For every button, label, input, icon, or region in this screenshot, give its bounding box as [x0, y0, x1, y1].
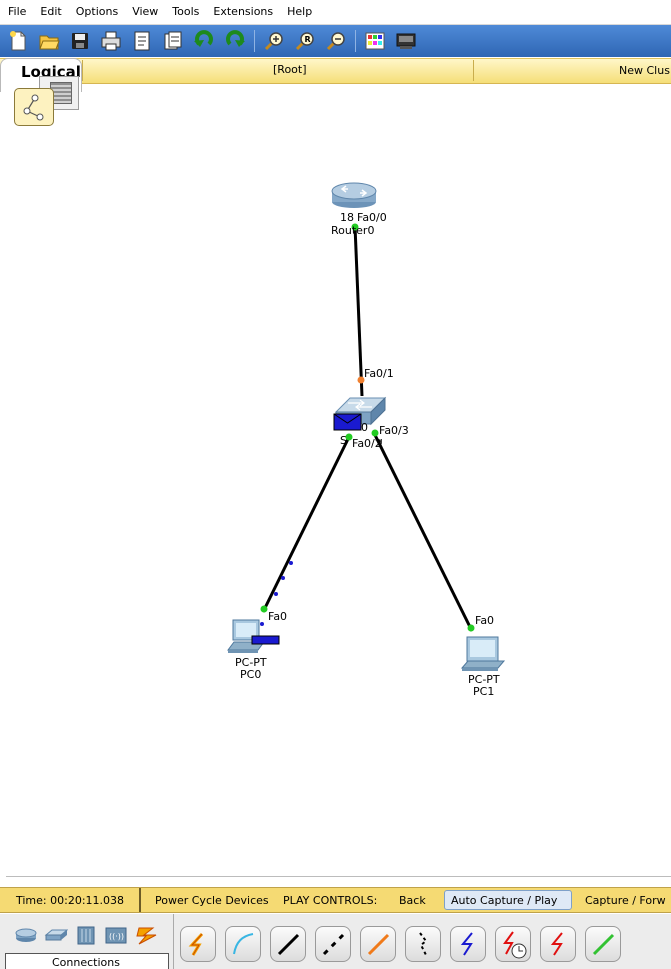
switch-fa0-2-port-suffix: ! [379, 437, 383, 450]
menu-view[interactable]: View [132, 5, 159, 18]
activity-wizard-icon[interactable] [128, 27, 156, 55]
auto-capture-play-button[interactable]: Auto Capture / Play [444, 890, 572, 910]
palette-icon[interactable] [361, 27, 389, 55]
pc1-model-label: PC-PT [468, 673, 500, 686]
svg-text:R: R [305, 35, 311, 44]
back-button[interactable]: Back [399, 894, 426, 907]
toolbar-separator [254, 30, 255, 52]
pdu-info-icon[interactable] [159, 27, 187, 55]
menu-options[interactable]: Options [75, 5, 119, 18]
device-panel: ((·)) Connections [0, 914, 671, 969]
link-switch-pc1[interactable] [372, 432, 474, 632]
menu-extensions[interactable]: Extensions [213, 5, 274, 18]
menu-tools[interactable]: Tools [172, 5, 200, 18]
new-cluster-button[interactable]: New Clus [619, 64, 670, 77]
capture-forward-button[interactable]: Capture / Forw [585, 894, 666, 907]
navigation-bar: [Root] New Clus [0, 58, 671, 84]
routers-icon[interactable] [14, 924, 38, 946]
link-light-switch-fa0-1 [357, 376, 365, 384]
zoom-out-icon[interactable] [322, 27, 350, 55]
status-separator [139, 888, 141, 912]
pc0-name-label: PC0 [240, 668, 261, 681]
svg-text:((·)): ((·)) [109, 932, 124, 941]
pc1-icon[interactable] [460, 636, 506, 671]
toolbar-separator [355, 30, 356, 52]
console-cable-icon[interactable] [225, 926, 261, 962]
router-port-label: Fa0/0 [357, 211, 387, 224]
link-light-switch-fa0-2 [345, 433, 353, 441]
pc1-port-label: Fa0 [475, 614, 494, 627]
connections-icon[interactable] [135, 924, 159, 946]
topology-icon[interactable] [14, 88, 54, 126]
fiber-cable-icon[interactable] [360, 926, 396, 962]
main-toolbar: R [0, 25, 671, 57]
straight-through-cable-icon[interactable] [270, 926, 306, 962]
pc0-port-label: Fa0 [268, 610, 287, 623]
pc0-model-label: PC-PT [235, 656, 267, 669]
pc1-name-label: PC1 [473, 685, 494, 698]
menu-bar: File Edit Options View Tools Extensions … [0, 0, 671, 25]
switches-icon[interactable] [44, 924, 69, 946]
link-light-switch-fa0-3 [371, 429, 379, 437]
status-bar: Time: 00:20:11.038 Power Cycle Devices P… [0, 887, 671, 913]
router-icon[interactable] [331, 182, 377, 208]
custom-devices-icon[interactable] [392, 27, 420, 55]
auto-capture-play-label: Auto Capture / Play [451, 894, 558, 907]
pc0-pdu-icon[interactable] [251, 635, 280, 645]
switch-fa0-3-port-label: Fa0/3 [379, 424, 409, 437]
save-icon[interactable] [66, 27, 94, 55]
undo-icon[interactable] [190, 27, 218, 55]
serial-dce-cable-icon[interactable] [495, 926, 531, 962]
print-icon[interactable] [97, 27, 125, 55]
auto-cable-icon[interactable] [180, 926, 216, 962]
power-cycle-button[interactable]: Power Cycle Devices [155, 894, 269, 907]
link-light-router-fa0-0 [351, 223, 359, 231]
root-breadcrumb[interactable]: [Root] [273, 63, 307, 76]
play-controls-label: PLAY CONTROLS: [283, 894, 378, 907]
coaxial-cable-icon[interactable] [450, 926, 486, 962]
open-folder-icon[interactable] [35, 27, 63, 55]
switch-uplink-port-label: Fa0/1 [364, 367, 394, 380]
device-category-frame [5, 953, 169, 969]
switch-fa0-2-port-label: Fa0/2 [352, 437, 382, 450]
time-display: Time: 00:20:11.038 [16, 894, 125, 907]
menu-edit[interactable]: Edit [40, 5, 62, 18]
octal-cable-icon[interactable] [585, 926, 621, 962]
router-model-label: 18 [340, 211, 354, 224]
switch-name-label: S [340, 434, 347, 447]
serial-dte-cable-icon[interactable] [540, 926, 576, 962]
switch-model-label: 0 [361, 421, 368, 434]
new-file-icon[interactable] [4, 27, 32, 55]
wireless-icon[interactable]: ((·)) [104, 924, 128, 946]
link-light-pc1-fa0 [467, 624, 475, 632]
redo-icon[interactable] [221, 27, 249, 55]
zoom-in-icon[interactable] [260, 27, 288, 55]
crossover-cable-icon[interactable] [315, 926, 351, 962]
pdu-trail [260, 561, 293, 626]
router-name-label: Router0 [331, 224, 374, 237]
pdu-envelope-icon[interactable] [333, 413, 362, 431]
link-router-switch[interactable] [353, 225, 364, 397]
hubs-icon[interactable] [74, 924, 98, 946]
nav-separator [473, 60, 474, 81]
link-switch-pc0[interactable] [261, 436, 351, 613]
device-category-label: Connections [52, 956, 120, 969]
zoom-reset-icon[interactable]: R [291, 27, 319, 55]
panel-separator [173, 914, 174, 969]
phone-cable-icon[interactable] [405, 926, 441, 962]
menu-help[interactable]: Help [287, 5, 313, 18]
pc0-icon[interactable] [227, 619, 265, 653]
horizontal-scrollbar[interactable] [6, 876, 671, 877]
logical-workspace[interactable]: 18 Fa0/0 Router0 0 Fa0/1 Fa0/3 S Fa0/2 !… [0, 83, 671, 873]
link-light-pc0-fa0 [260, 605, 268, 613]
menu-file[interactable]: File [8, 5, 27, 18]
nav-separator [82, 60, 83, 81]
